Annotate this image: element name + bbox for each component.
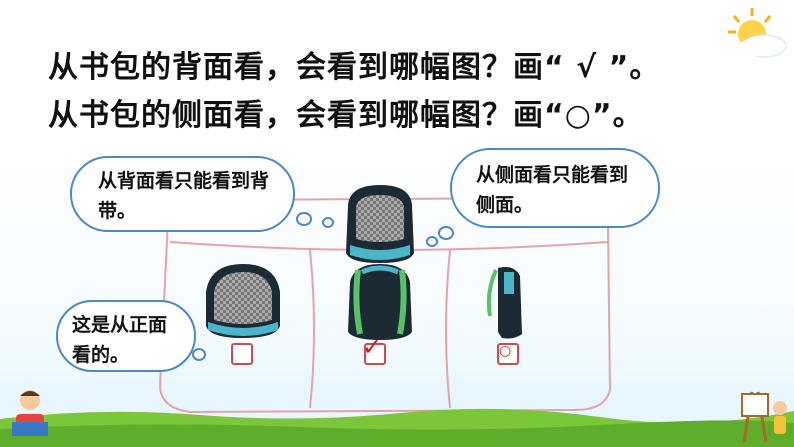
bubble-dot: [438, 226, 454, 240]
child-easel-icon: [741, 391, 787, 443]
question-back-view: 从书包的背面看，会看到哪幅图？画“ √ ”。: [48, 50, 661, 85]
grass-decoration: [0, 408, 794, 447]
answer-mark-back: ✓: [362, 333, 383, 361]
bubble-dot: [296, 212, 312, 226]
answer-box-front[interactable]: [231, 343, 253, 365]
bubble-front-text: 这是从正面看的。: [72, 314, 168, 366]
sun-icon: [728, 8, 787, 58]
thought-bubble-side: 从侧面看只能看到侧面。: [450, 148, 660, 228]
bubble-dot: [426, 236, 438, 247]
question-side-view: 从书包的侧面看，会看到哪幅图？画“○”。: [48, 98, 644, 133]
bubble-side-text: 从侧面看只能看到侧面。: [476, 164, 629, 216]
answer-mark-side: ○: [499, 343, 512, 359]
answer-box-back[interactable]: [364, 343, 386, 365]
bubble-back-text: 从背面看只能看到背带。: [98, 170, 270, 222]
answer-box-side[interactable]: [497, 343, 519, 365]
thought-bubble-front: 这是从正面看的。: [56, 300, 196, 372]
backpack-side-image: [486, 267, 522, 339]
child-reading-icon: [12, 390, 48, 436]
backpack-reference-image: [346, 185, 414, 263]
thought-bubble-back: 从背面看只能看到背带。: [70, 156, 295, 232]
bubble-dot: [192, 348, 206, 361]
backpack-back-image: [348, 264, 412, 340]
backpack-front-image: [206, 264, 280, 338]
bubble-dot: [322, 217, 334, 228]
